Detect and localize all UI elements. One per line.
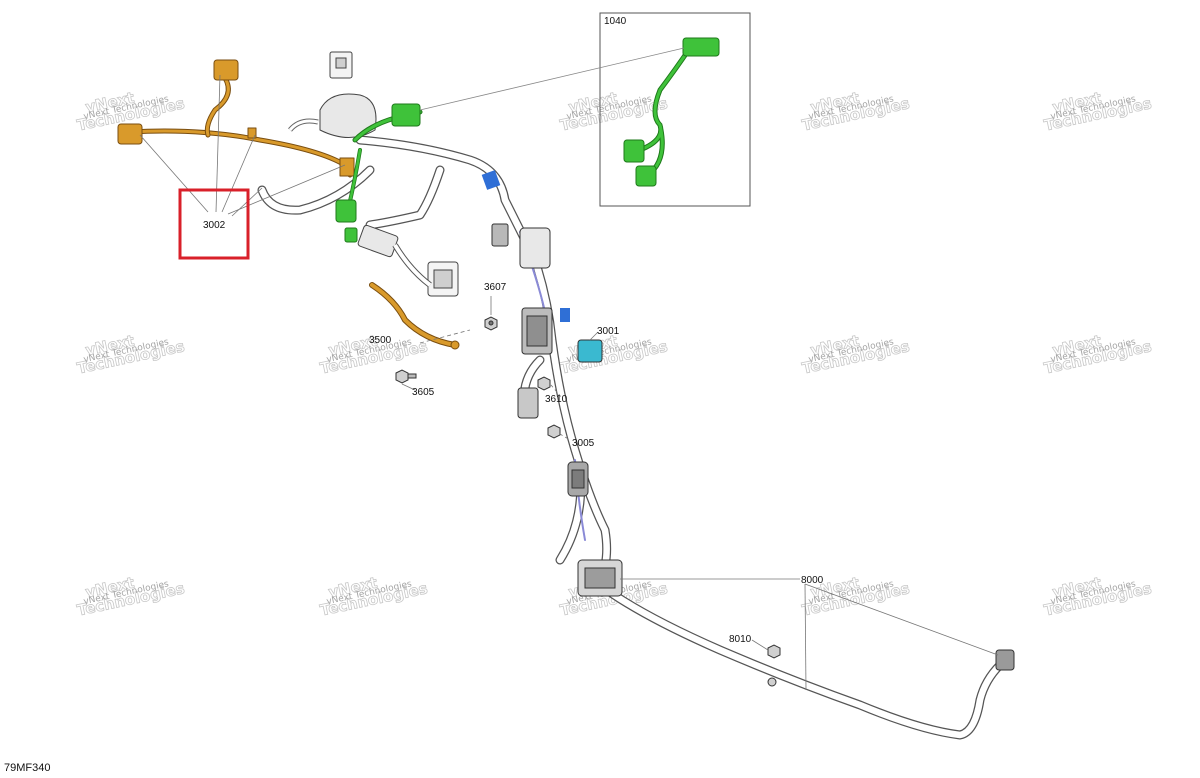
upper-connector-cluster <box>288 51 459 297</box>
callout-3610: 3610 <box>545 394 568 405</box>
callout-labels: 3002 3607 3500 3001 3605 3610 3005 8000 … <box>203 220 824 645</box>
detail-box-1040: 1040 <box>419 12 751 207</box>
lower-connector-block <box>577 559 1015 671</box>
blue-tape-marker <box>560 308 570 322</box>
cyan-connector <box>577 339 603 363</box>
diagram-code: 79MF340 <box>4 762 51 774</box>
grommet <box>767 677 777 687</box>
middle-connector-cluster <box>491 223 603 497</box>
bolt-3610 <box>537 376 551 391</box>
blue-tape-marker <box>481 170 501 190</box>
bolt-3005 <box>547 424 561 439</box>
orange-cable-3500 <box>369 282 460 350</box>
clip-8010 <box>767 644 781 659</box>
nut-3607 <box>484 316 498 331</box>
callout-3001: 3001 <box>597 326 620 337</box>
leader-lines <box>139 74 999 691</box>
callout-8000: 8000 <box>801 575 824 586</box>
callout-8010: 8010 <box>729 634 752 645</box>
watermarks: vNext Technologies vNext Technologies vN… <box>71 78 1154 620</box>
fasteners <box>395 316 781 687</box>
callout-3500: 3500 <box>369 335 392 346</box>
bolt-3605 <box>395 369 417 384</box>
callout-3607: 3607 <box>484 282 507 293</box>
callout-1040: 1040 <box>604 16 627 27</box>
highlight-box-3002[interactable] <box>178 188 250 260</box>
green-harness-main <box>335 103 423 243</box>
callout-3002: 3002 <box>203 220 226 231</box>
callout-3005: 3005 <box>572 438 595 449</box>
callout-3605: 3605 <box>412 387 435 398</box>
